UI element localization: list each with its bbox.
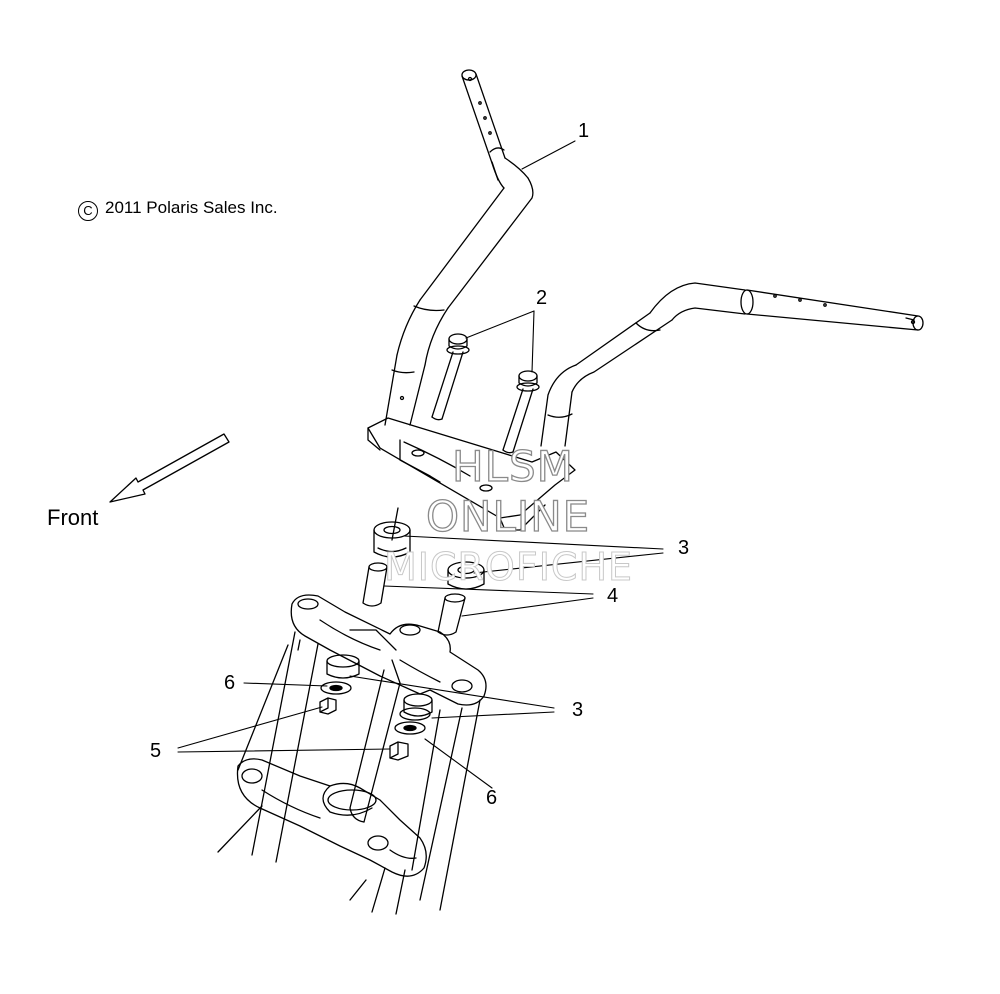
lower-triple-clamp — [236, 758, 427, 877]
fork-tubes — [217, 631, 481, 915]
callout-4: 4 — [607, 585, 619, 607]
watermark-line-1: HLSM — [451, 441, 574, 491]
leader-lines — [177, 140, 664, 789]
clamp-bolt-left — [431, 333, 470, 421]
lower-bushing-right — [399, 693, 433, 721]
callout-3-upper: 3 — [678, 537, 690, 559]
watermark-line-3: MICROFICHE — [383, 545, 634, 590]
copyright-notice: C 2011 Polaris Sales Inc. — [78, 198, 278, 221]
callout-2: 2 — [536, 287, 548, 309]
washer-right — [394, 721, 426, 735]
copyright-icon: C — [78, 201, 98, 221]
lower-bushing-left — [326, 654, 360, 679]
spacer-left — [362, 562, 388, 607]
upper-triple-clamp — [290, 594, 487, 706]
nut-right — [389, 741, 409, 761]
front-arrow-icon — [109, 433, 230, 503]
callout-1: 1 — [578, 120, 590, 142]
handlebar — [367, 69, 924, 531]
callout-5: 5 — [150, 740, 162, 762]
steering-stem — [349, 507, 401, 823]
spacer-right — [437, 593, 466, 636]
clamp-bolt-right — [502, 370, 540, 454]
callout-6-left: 6 — [224, 672, 236, 694]
nut-left — [319, 697, 337, 715]
callout-6-right: 6 — [486, 787, 498, 809]
front-direction-label: Front — [47, 505, 99, 530]
watermark-line-2: ONLINE — [425, 491, 591, 541]
washer-left — [320, 681, 352, 695]
copyright-text: 2011 Polaris Sales Inc. — [105, 198, 278, 217]
callout-3-lower: 3 — [572, 699, 584, 721]
